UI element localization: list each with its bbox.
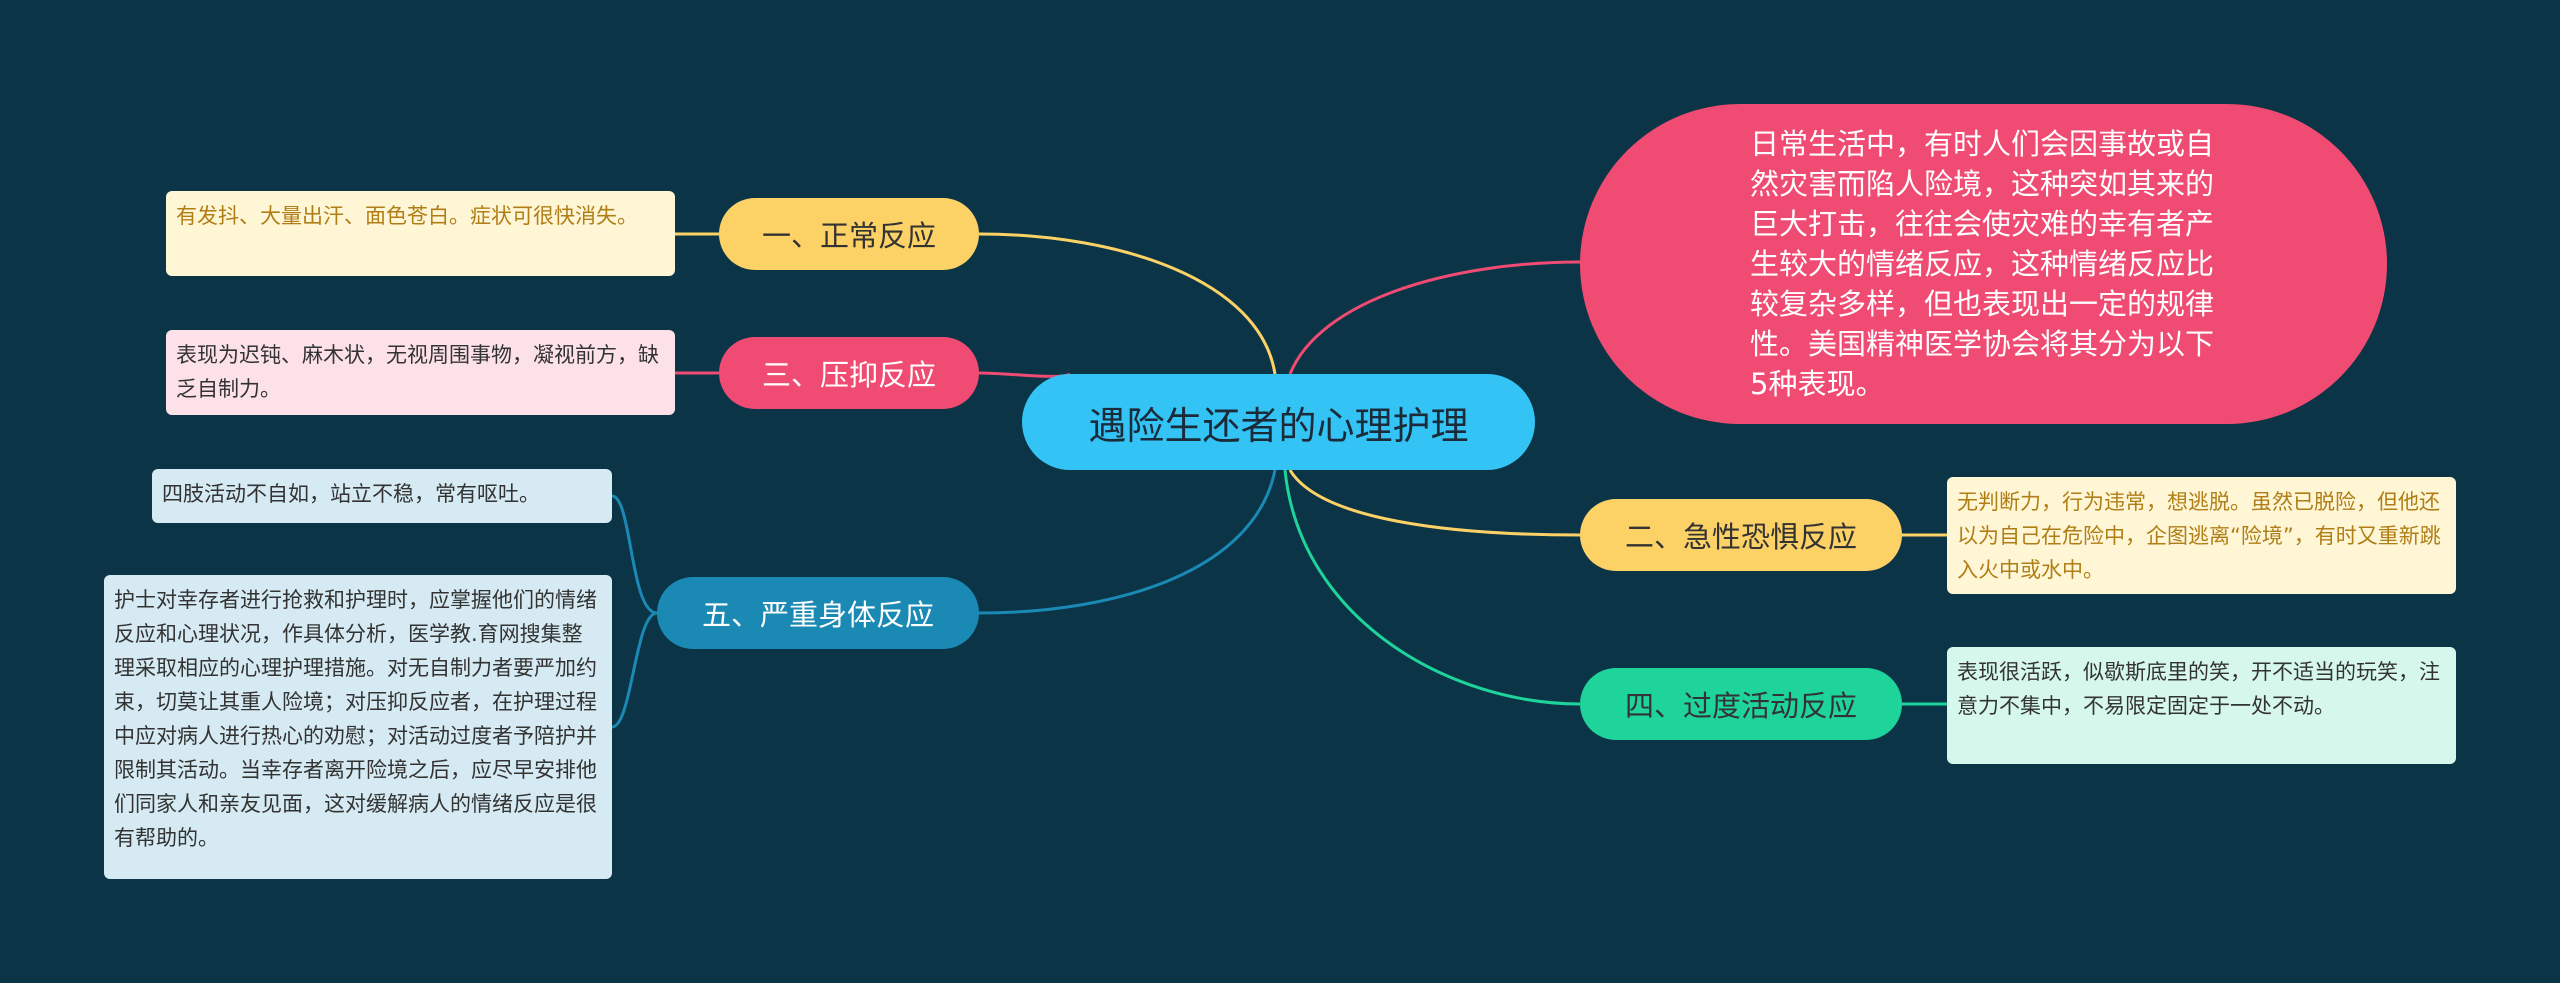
link-center-acute: [1288, 469, 1581, 537]
note-acute-fear-reaction[interactable]: 无判断力，行为违常，想逃脱。虽然已脱险，但他还以为自己在危险中，企图逃离“险境”…: [1947, 477, 2456, 594]
note-suppressed-reaction[interactable]: 表现为迟钝、麻木状，无视周围事物，凝视前方，缺乏自制力。: [166, 330, 675, 415]
note-normal-reaction[interactable]: 有发抖、大量出汗、面色苍白。症状可很快消失。: [166, 191, 675, 276]
central-topic[interactable]: 遇险生还者的心理护理: [1022, 374, 1535, 470]
branch-severe-physical-reaction[interactable]: 五、严重身体反应: [657, 577, 979, 649]
branch-acute-fear-reaction[interactable]: 二、急性恐惧反应: [1580, 499, 1902, 571]
branch-normal-reaction[interactable]: 一、正常反应: [719, 198, 979, 270]
note-nursing-measures[interactable]: 护士对幸存者进行抢救和护理时，应掌握他们的情绪反应和心理状况，作具体分析，医学教…: [104, 575, 612, 879]
link-severe-note2: [611, 611, 658, 729]
note-severe-symptoms[interactable]: 四肢活动不自如，站立不稳，常有呕吐。: [152, 469, 612, 523]
link-center-hyperactive: [1283, 469, 1581, 706]
intro-text: 日常生活中，有时人们会因事故或自然灾害而陷人险境，这种突如其来的巨大打击，往往会…: [1750, 127, 2215, 401]
link-center-normal: [978, 232, 1277, 375]
link-center-intro: [1288, 260, 1581, 375]
link-severe-note1: [611, 494, 658, 615]
branch-hyperactive-reaction[interactable]: 四、过度活动反应: [1580, 668, 1902, 740]
link-center-severe: [978, 469, 1277, 615]
note-hyperactive-reaction[interactable]: 表现很活跃，似歇斯底里的笑，开不适当的玩笑，注意力不集中，不易限定固定于一处不动…: [1947, 647, 2456, 764]
branch-suppressed-reaction[interactable]: 三、压抑反应: [719, 337, 979, 409]
intro-topic[interactable]: 日常生活中，有时人们会因事故或自然灾害而陷人险境，这种突如其来的巨大打击，往往会…: [1580, 104, 2387, 424]
